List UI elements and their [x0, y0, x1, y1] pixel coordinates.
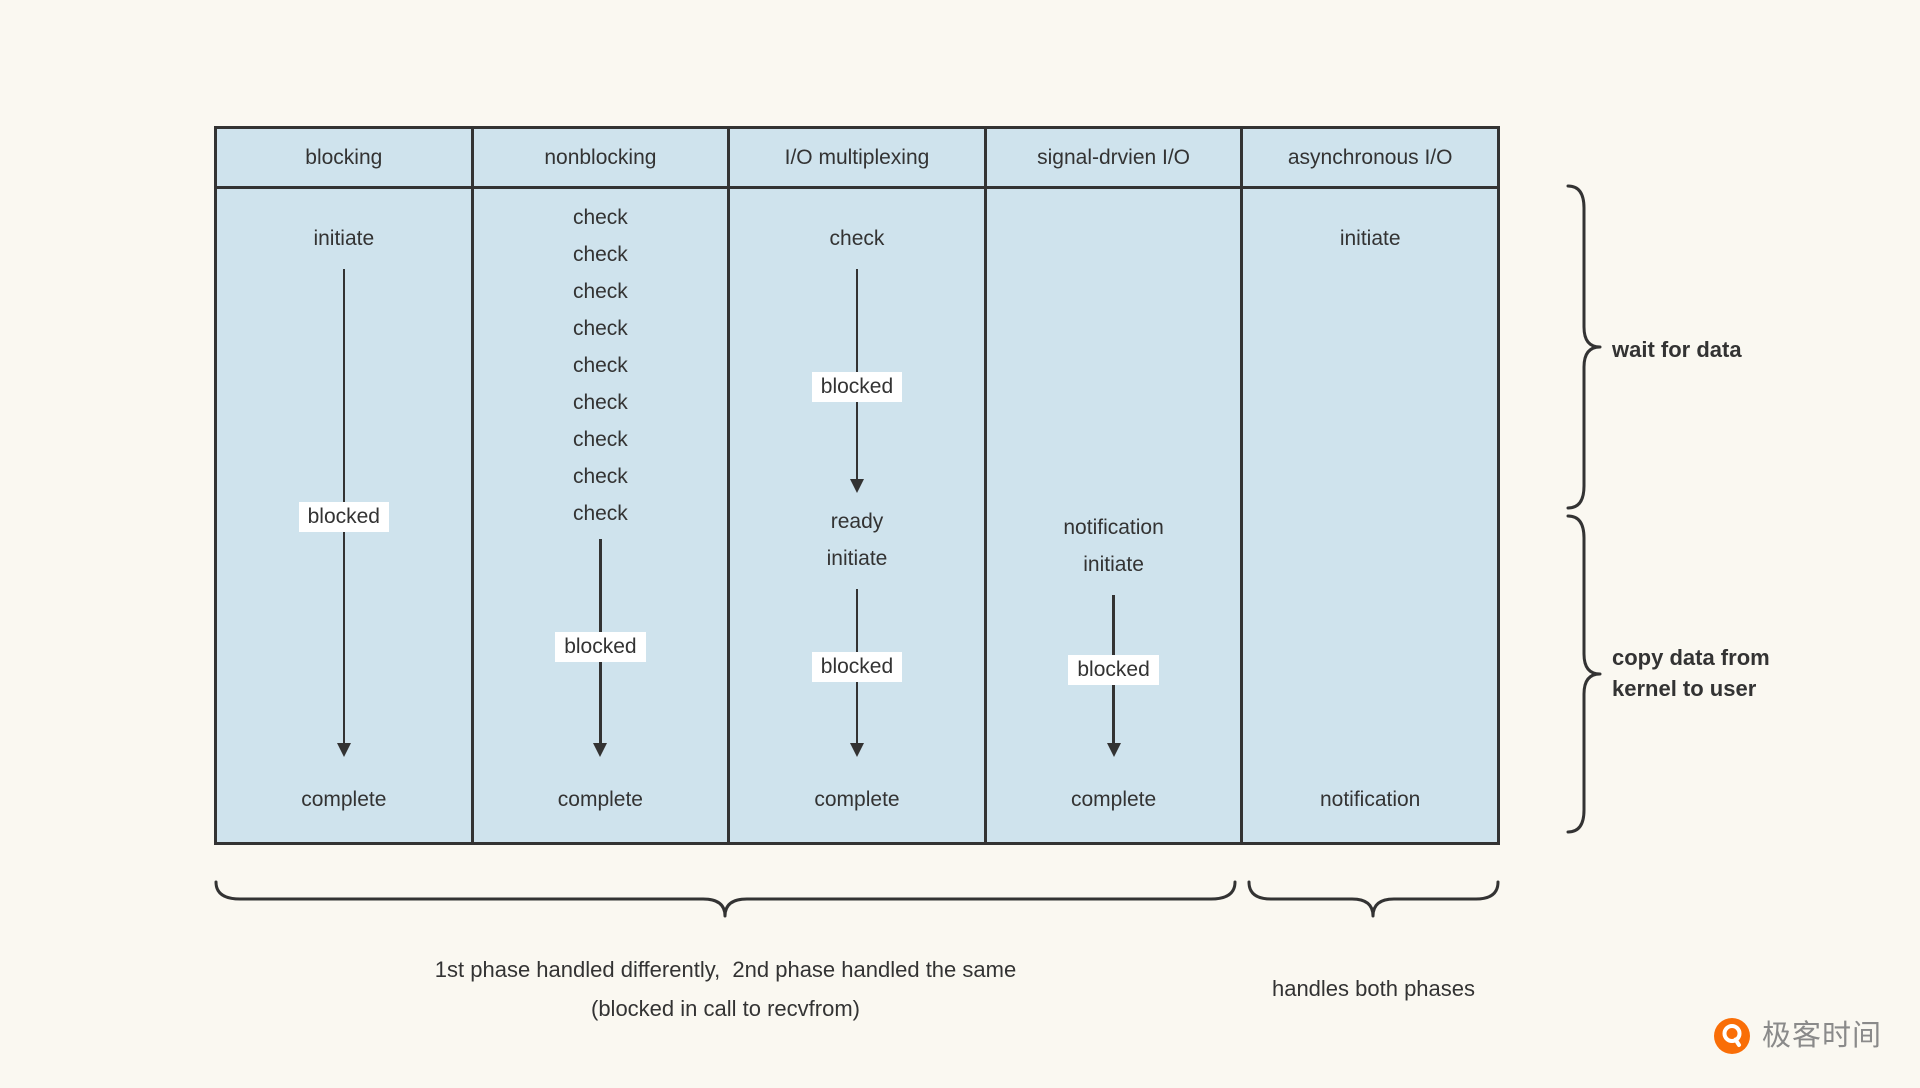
copy-data-label-line2: kernel to user: [1612, 676, 1757, 701]
column-body-asynchronous: initiate notification: [1243, 189, 1497, 842]
column-header-asynchronous: asynchronous I/O: [1243, 129, 1497, 189]
step-label-initiate: initiate: [313, 227, 375, 250]
step-label-initiate: initiate: [826, 547, 888, 570]
column-io-multiplexing: I/O multiplexing check blocked ready ini…: [730, 129, 987, 842]
step-label-check: check: [829, 227, 885, 250]
blocked-label: blocked: [555, 632, 646, 662]
blocked-label: blocked: [811, 652, 903, 682]
geek-time-logo: 极客时间: [1712, 1016, 1882, 1056]
blocked-label: blocked: [1068, 655, 1159, 685]
blocked-chip-row: blocked: [730, 652, 984, 682]
step-label-notification: notification: [1319, 788, 1421, 811]
step-label-check: check: [572, 205, 628, 229]
blocked-chip-row: blocked: [217, 502, 471, 532]
blocked-chip-row: blocked: [987, 655, 1241, 685]
geek-time-logo-icon: [1714, 1018, 1750, 1054]
copy-data-label-line1: copy data from: [1612, 645, 1770, 670]
brace-first-four-columns: [214, 880, 1237, 918]
step-label-check: check: [572, 316, 628, 340]
step-label-check: check: [572, 427, 628, 451]
blocked-label: blocked: [298, 502, 389, 532]
step-label-complete: complete: [301, 788, 387, 811]
column-body-blocking: initiate blocked complete: [217, 189, 471, 842]
brace-copy-data: [1566, 514, 1602, 834]
column-header-nonblocking: nonblocking: [473, 129, 728, 189]
step-label-check: check: [572, 353, 628, 377]
step-label-complete: complete: [814, 788, 900, 811]
step-label-complete: complete: [1070, 788, 1157, 811]
io-models-table: blocking initiate blocked complete nonbl…: [214, 126, 1500, 845]
blocked-label: blocked: [811, 372, 903, 402]
column-signal-driven: signal-drvien I/O notification initiate …: [986, 129, 1244, 842]
brace-wait-for-data: [1566, 184, 1602, 510]
copy-data-label: copy data from kernel to user: [1612, 642, 1770, 704]
step-label-initiate: initiate: [1083, 553, 1144, 576]
column-blocking: blocking initiate blocked complete: [217, 129, 474, 842]
brace-last-column: [1247, 880, 1500, 918]
geek-time-logo-text: 极客时间: [1762, 1020, 1883, 1052]
step-label-notification: notification: [1063, 516, 1164, 539]
step-label-check: check: [572, 279, 628, 303]
step-label-check: check: [572, 464, 628, 488]
column-header-io-multiplexing: I/O multiplexing: [730, 129, 984, 189]
step-label-check: check: [572, 242, 628, 266]
column-body-nonblocking: check check check check check check chec…: [474, 189, 728, 842]
blocked-chip-row: blocked: [474, 632, 728, 662]
column-nonblocking: nonblocking check check check check chec…: [473, 129, 731, 842]
column-body-io-multiplexing: check blocked ready initiate blocked com…: [730, 189, 984, 842]
blocked-chip-row: blocked: [730, 372, 984, 402]
column-asynchronous: asynchronous I/O initiate notification: [1243, 129, 1497, 842]
bottom-caption-line1: 1st phase handled differently, 2nd phase…: [434, 957, 1017, 982]
step-label-complete: complete: [557, 788, 643, 811]
column-header-signal-driven: signal-drvien I/O: [986, 129, 1241, 189]
check-stack: check check check check check check chec…: [474, 199, 728, 532]
step-label-check: check: [572, 501, 628, 525]
step-label-initiate: initiate: [1339, 227, 1401, 250]
wait-for-data-label: wait for data: [1612, 337, 1742, 362]
bottom-caption-line2: (blocked in call to recvfrom): [591, 996, 860, 1021]
column-body-signal-driven: notification initiate blocked complete: [987, 189, 1241, 842]
column-header-blocking: blocking: [217, 129, 471, 189]
step-label-ready: ready: [830, 510, 884, 533]
step-label-check: check: [572, 390, 628, 414]
handles-both-phases-label: handles both phases: [1271, 976, 1476, 1001]
